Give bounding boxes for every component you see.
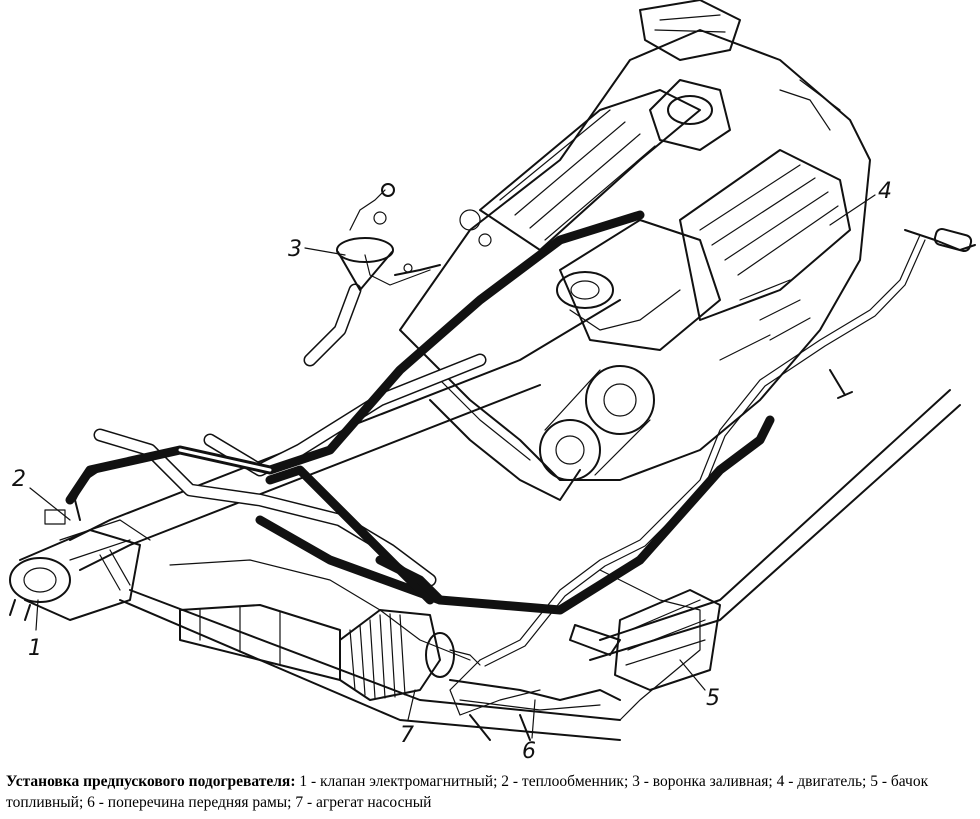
callout-2: 2 <box>12 467 26 492</box>
callout-4: 4 <box>878 179 892 204</box>
callout-1: 1 <box>28 636 42 661</box>
preheater-installation-diagram: 1 2 3 4 5 6 7 <box>9 0 976 764</box>
pump-assembly <box>179 604 481 701</box>
engine <box>399 0 871 501</box>
callouts: 1 2 3 4 5 6 7 <box>12 179 892 764</box>
hoses <box>65 210 775 615</box>
callout-5: 5 <box>706 686 720 711</box>
figure-caption: Установка предпускового подогревателя: 1… <box>6 771 974 813</box>
callout-3: 3 <box>288 237 302 262</box>
filler-funnel <box>336 183 441 291</box>
fuel-tank <box>569 589 721 691</box>
callout-7: 7 <box>400 723 414 748</box>
fuel-lines <box>169 227 976 721</box>
callout-6: 6 <box>522 739 536 764</box>
frame <box>69 299 961 741</box>
leader-lines <box>29 194 876 739</box>
caption-text: 1 - клапан электромагнитный; 2 - теплооб… <box>6 773 929 811</box>
heater-unit <box>9 469 151 621</box>
caption-title: Установка предпускового подогревателя: <box>6 773 296 790</box>
